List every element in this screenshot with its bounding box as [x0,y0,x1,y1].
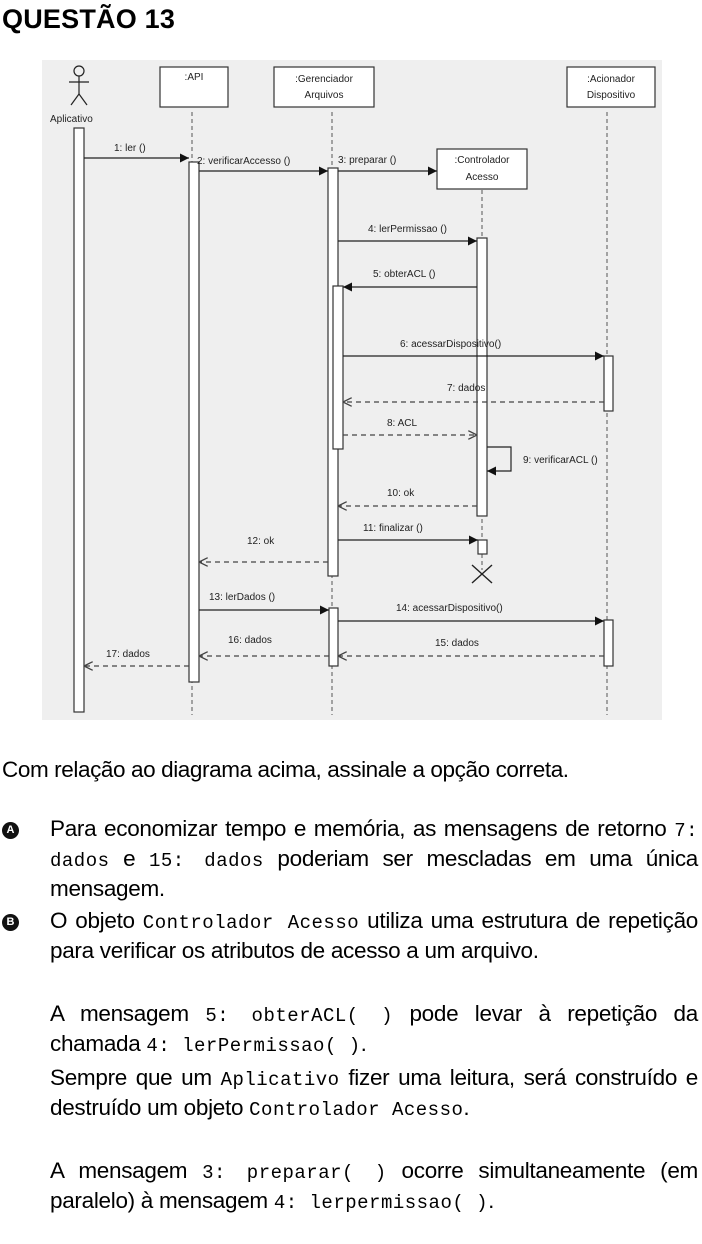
option-c-code-1: 5: obterACL( ) [205,1005,393,1027]
message-5-label: 5: obterACL () [373,269,435,280]
option-a-text-2: e [109,846,149,871]
option-b[interactable]: O objeto Controlador Acesso utiliza uma … [50,907,698,965]
actor-aplicativo [69,65,89,106]
activation-controlador-finalizar [477,539,488,555]
option-c-text-1: A mensagem [50,1001,206,1026]
option-e-text-1: A mensagem [50,1158,203,1183]
option-d-text-2: fizer uma leitura, será construído e des… [50,1065,698,1120]
message-2-label: 2: verificarAccesso () [197,156,290,167]
option-b-code-1: Controlador Acesso [142,912,360,934]
message-16-label: 16: dados [228,635,272,646]
diagram-background [42,60,662,720]
message-11-label: 11: finalizar () [363,523,423,534]
activation-gerenciador-nested [332,285,344,450]
option-c-text-2: pode levar à repetição da chamada [50,1001,698,1056]
participant-acionador-box [566,66,656,108]
message-1-label: 1: ler () [114,143,146,154]
option-c-text-3: . [360,1031,367,1056]
option-e[interactable]: A mensagem 3: preparar( ) ocorre simulta… [50,1157,698,1217]
participant-acionador-label-1: :Acionador [587,74,635,85]
option-b-text-2: utiliza uma estrutura de repetição para … [50,908,699,963]
destroy-icon [471,564,493,584]
option-b-text-1: O objeto [50,908,143,933]
participant-gerenciador-box [273,66,375,108]
message-14-label: 14: acessarDispositivo() [396,603,503,614]
option-a-badge[interactable]: A [2,822,19,839]
option-d[interactable]: Sempre que um Aplicativo fizer uma leitu… [50,1064,698,1124]
message-9-arrow [487,446,512,476]
message-13-label: 13: lerDados () [209,592,275,603]
participant-controlador-label-1: :Controlador [454,155,510,166]
message-7-label: 7: dados [447,383,485,394]
participant-acionador-label-2: Dispositivo [587,90,636,101]
activation-acionador-2 [603,619,614,667]
option-b-badge[interactable]: B [2,914,19,931]
participant-gerenciador-label-1: :Gerenciador [295,74,353,85]
activation-gerenciador-2 [328,607,339,667]
question-statement: Com relação ao diagrama acima, assinale … [2,757,569,782]
participant-aplicativo-label: Aplicativo [50,114,93,125]
option-a-text-1: Para economizar tempo e memória, as mens… [50,816,675,841]
option-c[interactable]: A mensagem 5: obterACL( ) pode levar à r… [50,1000,698,1060]
option-e-code-2: 4: lerpermissao( ) [273,1192,489,1214]
question-title: QUESTÃO 13 [2,4,176,34]
sequence-diagram: Aplicativo :API :Gerenciador Arquivos :C… [42,60,662,720]
activation-controlador [476,237,488,517]
activation-acionador [603,355,614,412]
participant-controlador-box [436,148,528,190]
option-d-code-1: Aplicativo [220,1069,340,1091]
message-15-label: 15: dados [435,638,479,649]
message-17-label: 17: dados [106,649,150,660]
option-d-code-2: Controlador Acesso [249,1099,464,1121]
option-a-code-2: 15: dados [149,850,264,872]
participant-api-label: :API [185,72,204,83]
participant-gerenciador-label-2: Arquivos [305,90,344,101]
option-c-code-2: 4: lerPermissao( ) [146,1035,361,1057]
option-e-text-3: . [488,1188,495,1213]
option-e-code-1: 3: preparar( ) [202,1162,387,1184]
message-4-label: 4: lerPermissao () [368,224,447,235]
participant-controlador-label-2: Acesso [466,172,499,183]
message-8-label: 8: ACL [387,418,417,429]
option-e-text-2: ocorre simultaneamente (em paralelo) à m… [50,1158,698,1213]
option-a-code-1: 7: dados [50,820,698,872]
message-3-label: 3: preparar () [338,155,396,166]
activation-api [188,161,200,683]
option-a-text-3: poderiam ser mescladas em uma única mens… [50,846,698,901]
participant-api-box [159,66,229,108]
message-10-label: 10: ok [387,488,415,499]
option-a[interactable]: Para economizar tempo e memória, as mens… [50,815,698,903]
activation-aplicativo [73,127,85,713]
message-9-label: 9: verificarACL () [523,455,598,466]
message-12-label: 12: ok [247,536,275,547]
option-d-text-3: . [463,1095,470,1120]
option-d-text-1: Sempre que um [50,1065,221,1090]
message-6-label: 6: acessarDispositivo() [400,339,501,350]
